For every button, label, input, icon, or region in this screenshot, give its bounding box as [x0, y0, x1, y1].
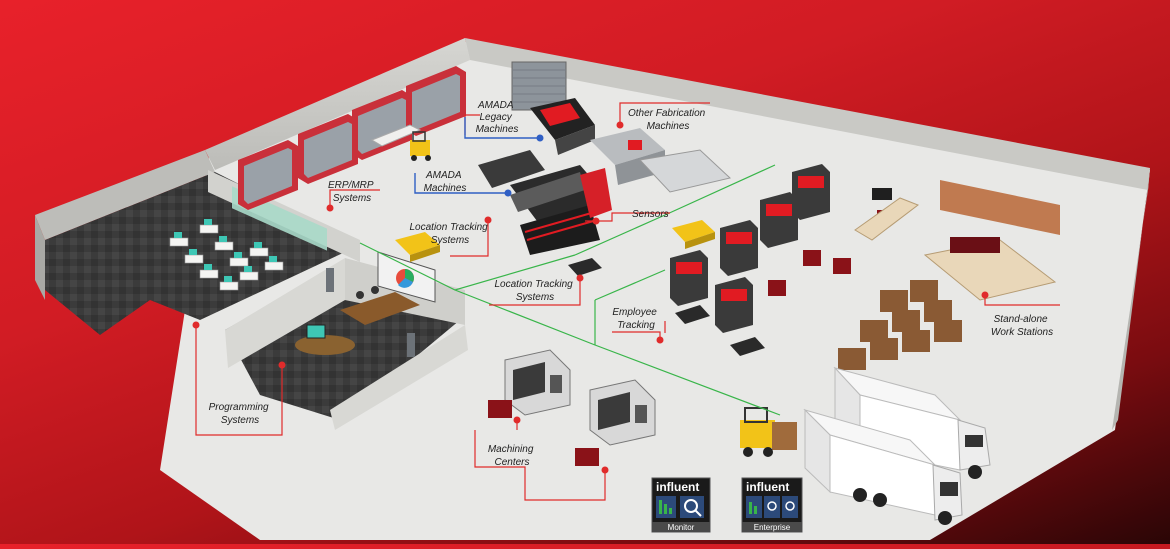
label-stand-alone: Stand-alone Work Stations — [991, 314, 1053, 338]
back-wall-left — [205, 38, 470, 170]
label-other-fabrication: Other Fabrication Machines — [628, 108, 708, 132]
partition-wall-4 — [330, 325, 468, 430]
svg-text:influent: influent — [746, 480, 789, 494]
magnifier-icon-2 — [767, 501, 777, 511]
back-shelves — [940, 180, 1060, 235]
amada-callout-line — [414, 173, 508, 194]
label-sensors: Sensors — [632, 209, 669, 220]
back-wall-right — [465, 38, 1150, 190]
svg-text:Enterprise: Enterprise — [754, 523, 791, 532]
work-station-tables — [854, 197, 1057, 301]
badge-influent-monitor: influent Monitor — [651, 477, 711, 533]
magnifier-icon-3 — [785, 501, 795, 511]
badge-influent-enterprise: influent Enterprise — [741, 477, 803, 533]
storage-racks — [238, 66, 466, 210]
amada-machine — [478, 150, 612, 255]
agv-yellow-1 — [395, 232, 440, 262]
forklift-small — [370, 124, 431, 161]
machining-centers — [488, 349, 656, 466]
magnifier-icon — [684, 499, 698, 513]
amada-legacy-machine — [530, 98, 595, 155]
label-location-tracking-1: Location Tracking Systems — [410, 222, 491, 246]
truck-front — [803, 408, 963, 525]
red-bin-machining-2 — [575, 448, 599, 466]
label-location-tracking-2: Location Tracking Systems — [495, 279, 576, 303]
partition-wall-2 — [225, 258, 345, 368]
pallets — [568, 258, 765, 356]
legacy-callout-line — [464, 117, 540, 139]
red-bin-machining-1 — [488, 400, 512, 418]
svg-text:influent: influent — [656, 480, 699, 494]
label-programming: Programming Systems — [209, 402, 272, 426]
other-fabrication-machine — [590, 128, 732, 193]
label-amada-legacy: AMADA Legacy Machines — [476, 100, 519, 135]
svg-text:Monitor: Monitor — [668, 523, 695, 532]
box-stacks — [838, 280, 962, 370]
label-erp-mrp: ERP/MRP Systems — [328, 180, 376, 204]
callout-dots — [192, 121, 989, 474]
forklift-large — [740, 407, 797, 457]
left-wall — [35, 150, 215, 240]
press-brakes — [670, 164, 830, 333]
label-machining: Machining Centers — [488, 444, 536, 468]
network-lines — [359, 164, 781, 416]
label-amada-machines: AMADA Machines — [424, 170, 467, 194]
label-employee-tracking: Employee Tracking — [612, 307, 659, 331]
agv-yellow-2 — [672, 220, 715, 249]
